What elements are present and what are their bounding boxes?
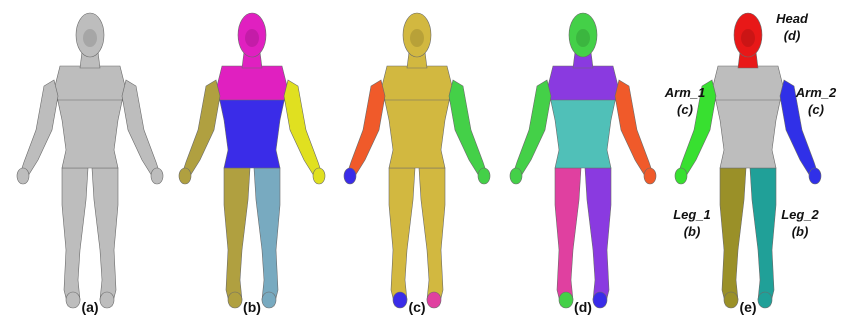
label-arm-2: Arm_2 (c) bbox=[788, 84, 844, 118]
figure-d-chest bbox=[547, 66, 619, 100]
label-head: Head (d) bbox=[762, 10, 822, 44]
figure-a-handL bbox=[17, 168, 29, 184]
caption-e: (e) bbox=[718, 299, 778, 315]
figure-a-armR bbox=[122, 80, 160, 176]
figure-d-armL bbox=[513, 80, 551, 176]
caption-d: (d) bbox=[553, 299, 613, 315]
figure-d-legR bbox=[585, 168, 611, 306]
figure-d-legL bbox=[555, 168, 581, 306]
figure-d-handR bbox=[644, 168, 656, 184]
figure-c-legR bbox=[419, 168, 445, 306]
figure-d-face-shade bbox=[576, 29, 590, 47]
figure-b-handL bbox=[179, 168, 191, 184]
figure-a-armL bbox=[20, 80, 58, 176]
label-arm-1: Arm_1 (c) bbox=[655, 84, 715, 118]
figure-d-handL bbox=[510, 168, 522, 184]
figure-c-armL bbox=[347, 80, 385, 176]
label-leg-2: Leg_2 (b) bbox=[772, 206, 828, 240]
label-leg-2-tag: (b) bbox=[772, 223, 828, 240]
figure-c-face-shade bbox=[410, 29, 424, 47]
figure-a-face-shade bbox=[83, 29, 97, 47]
label-head-name: Head bbox=[762, 10, 822, 27]
figure-a-chest bbox=[54, 66, 126, 100]
figure-e-face-shade bbox=[741, 29, 755, 47]
caption-a: (a) bbox=[60, 299, 120, 315]
figure-b-handR bbox=[313, 168, 325, 184]
figure-a-legL bbox=[62, 168, 88, 306]
label-arm-1-tag: (c) bbox=[655, 101, 715, 118]
figure-e-legL bbox=[720, 168, 746, 306]
figure-b-face-shade bbox=[245, 29, 259, 47]
figure-b-chest bbox=[216, 66, 288, 100]
figure-e-handR bbox=[809, 168, 821, 184]
caption-c: (c) bbox=[387, 299, 447, 315]
figure-b-armL bbox=[182, 80, 220, 176]
figure-c-handL bbox=[344, 168, 356, 184]
caption-b: (b) bbox=[222, 299, 282, 315]
figure-c-legL bbox=[389, 168, 415, 306]
label-arm-2-name: Arm_2 bbox=[788, 84, 844, 101]
label-leg-1-name: Leg_1 bbox=[664, 206, 720, 223]
figure-c-chest bbox=[381, 66, 453, 100]
figure-a-handR bbox=[151, 168, 163, 184]
label-leg-1-tag: (b) bbox=[664, 223, 720, 240]
figure-b-armR bbox=[284, 80, 322, 176]
label-leg-1: Leg_1 (b) bbox=[664, 206, 720, 240]
label-arm-2-tag: (c) bbox=[788, 101, 844, 118]
label-arm-1-name: Arm_1 bbox=[655, 84, 715, 101]
figure-b-legL bbox=[224, 168, 250, 306]
figure-c-handR bbox=[478, 168, 490, 184]
figure-e-chest bbox=[712, 66, 784, 100]
figure-b-legR bbox=[254, 168, 280, 306]
figure-a-legR bbox=[92, 168, 118, 306]
figure-c-armR bbox=[449, 80, 487, 176]
label-leg-2-name: Leg_2 bbox=[772, 206, 828, 223]
label-head-tag: (d) bbox=[762, 27, 822, 44]
figure-e-handL bbox=[675, 168, 687, 184]
figure-d-armR bbox=[615, 80, 653, 176]
